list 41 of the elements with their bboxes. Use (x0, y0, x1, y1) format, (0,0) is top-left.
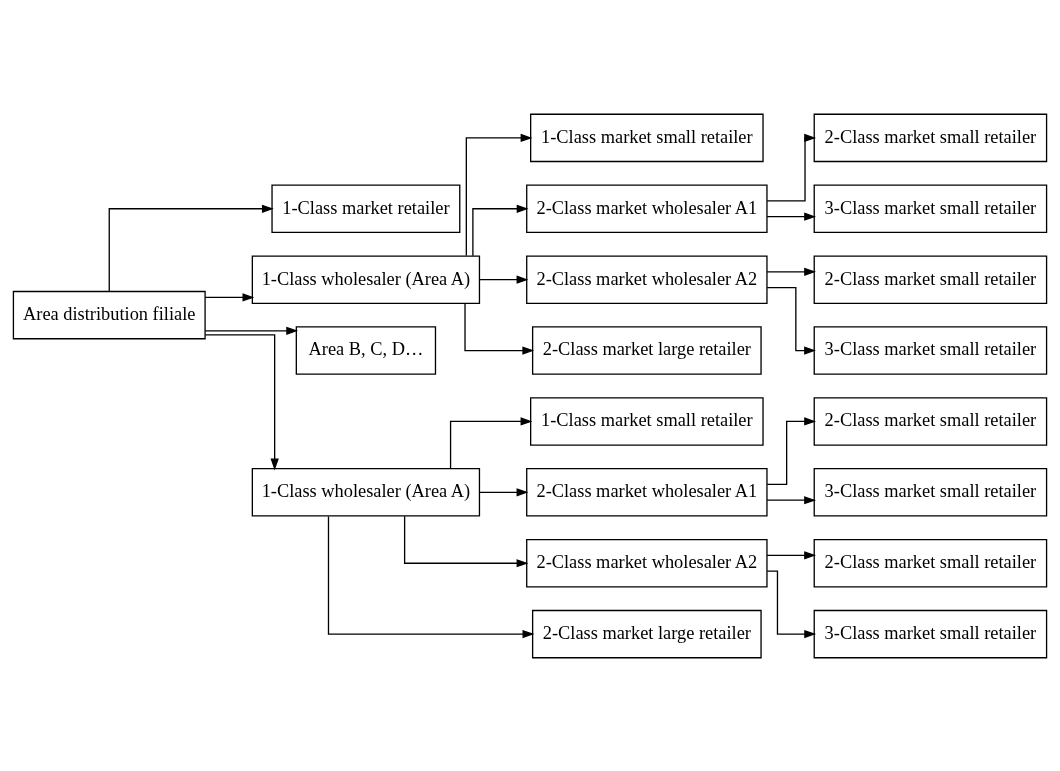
node-box: Area distribution filiale (12, 290, 206, 339)
node-box: 3-Class market small retailer (813, 467, 1048, 517)
arrow (766, 286, 816, 355)
arrow (766, 133, 817, 202)
node-box: 2-Class market small retailer (813, 396, 1048, 446)
arrow (472, 204, 529, 256)
arrow (108, 204, 274, 292)
node-box: 3-Class market small retailer (813, 325, 1048, 375)
arrow (403, 515, 529, 567)
node-box: 1-Class market small retailer (530, 396, 764, 446)
arrow (479, 275, 529, 284)
arrow (766, 416, 816, 485)
node-box: 1-Class wholesaler (Area A) (251, 254, 481, 304)
arrow (766, 495, 816, 504)
node-box: 1-Class wholesaler (Area A) (251, 467, 481, 517)
node-box: 2-Class market small retailer (813, 538, 1048, 587)
arrow (464, 302, 535, 355)
arrow (204, 326, 299, 335)
arrow (766, 267, 816, 276)
node-box: 2-Class market wholesaler A2 (526, 538, 768, 587)
node-box: 3-Class market small retailer (813, 184, 1048, 233)
arrow (766, 550, 816, 559)
node-box: 2-Class market wholesaler A1 (526, 467, 768, 517)
arrow (465, 133, 533, 256)
node-box: 2-Class market wholesaler A1 (526, 184, 768, 233)
arrow (766, 569, 817, 638)
node-box: 1-Class market small retailer (530, 113, 764, 162)
arrow (766, 212, 816, 221)
node-box: 2-Class market small retailer (813, 254, 1048, 304)
arrow (204, 333, 279, 470)
arrow (204, 292, 255, 302)
node-box: 2-Class market large retailer (531, 325, 762, 375)
node-box: 2-Class market wholesaler A2 (526, 254, 768, 304)
node-box: 2-Class market large retailer (531, 609, 762, 658)
node-box: 1-Class market retailer (271, 184, 461, 233)
node-box: Area B, C, D… (295, 325, 437, 375)
arrow (449, 416, 533, 469)
arrow (327, 515, 535, 638)
node-box: 2-Class market small retailer (813, 113, 1048, 162)
node-box: 3-Class market small retailer (813, 609, 1048, 658)
arrow (479, 487, 529, 496)
